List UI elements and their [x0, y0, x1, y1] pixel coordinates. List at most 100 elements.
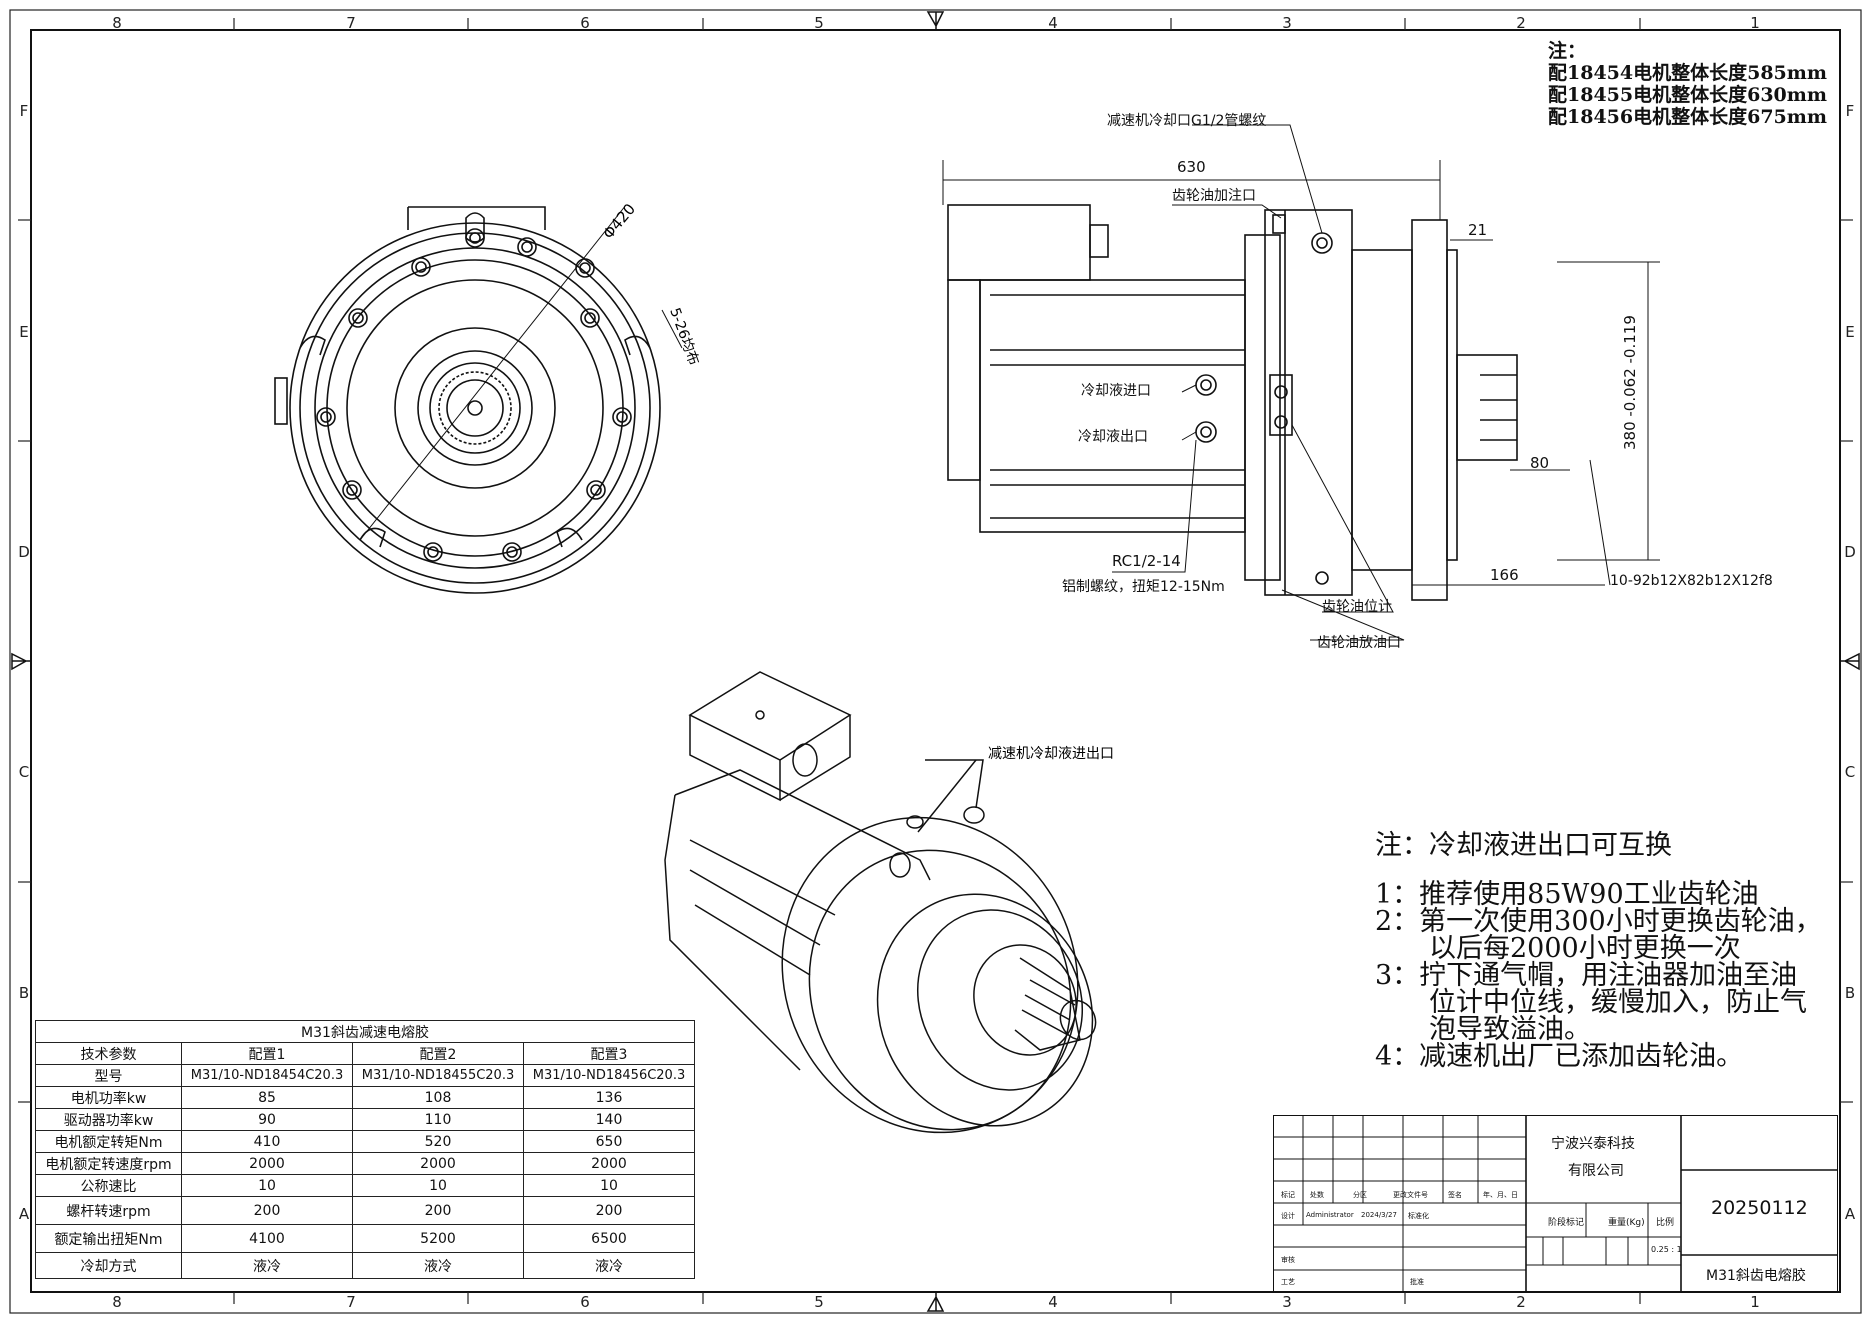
- company-name-line1: 宁波兴泰科技: [1551, 1136, 1635, 1152]
- zone-number: 3: [1282, 14, 1292, 32]
- spec-cell: 520: [352, 1130, 524, 1153]
- table-row: 公称速比 10 10 10: [35, 1174, 695, 1197]
- spec-cell: M31/10-ND18455C20.3: [352, 1064, 524, 1087]
- front-diameter-label: Φ420: [599, 200, 639, 243]
- spec-cell: 电机功率kw: [35, 1086, 182, 1109]
- spec-cell: 液冷: [352, 1252, 524, 1279]
- zone-number: 2: [1516, 1293, 1526, 1311]
- callout-spline: 10-92b12X82b12X12f8: [1610, 573, 1773, 589]
- spec-cell: 2000: [523, 1152, 695, 1175]
- dim-630: 630: [1177, 158, 1206, 176]
- main-notes-line: 2：第一次使用300小时更换齿轮油，: [1375, 906, 1822, 937]
- zone-letter: A: [19, 1205, 30, 1223]
- zone-number: 8: [112, 1293, 122, 1311]
- callout-coolant-out: 冷却液出口: [1078, 429, 1148, 445]
- zone-letter: A: [1845, 1205, 1856, 1223]
- spec-cell: 液冷: [523, 1252, 695, 1279]
- zone-letter: B: [1845, 984, 1855, 1002]
- spec-cell: 4100: [181, 1224, 353, 1253]
- spec-cell: 6500: [523, 1224, 695, 1253]
- main-notes-head: 注：冷却液进出口可互换: [1375, 830, 1672, 861]
- dim-80: 80: [1530, 454, 1549, 472]
- table-row: 电机额定转矩Nm 410 520 650: [35, 1130, 695, 1153]
- callout-reducer-cooling: 减速机冷却口G1/2管螺纹: [1107, 113, 1266, 129]
- tb-scale-label: 比例: [1656, 1218, 1675, 1228]
- spec-cell: 410: [181, 1130, 353, 1153]
- iso-terminal-box: [688, 671, 852, 761]
- table-row: 电机功率kw 85 108 136: [35, 1086, 695, 1109]
- spec-header-cell: 配置1: [181, 1042, 353, 1065]
- zone-number: 4: [1048, 14, 1058, 32]
- main-notes-line: 3：拧下通气帽，用注油器加油至油: [1375, 960, 1798, 991]
- main-notes-line: 以后每2000小时更换一次: [1375, 933, 1741, 964]
- tb-stage: 阶段标记: [1548, 1218, 1585, 1228]
- spec-cell: 额定输出扭矩Nm: [35, 1224, 182, 1253]
- tb-scale: 0.25 : 1: [1651, 1245, 1682, 1254]
- zone-letter: F: [20, 102, 29, 120]
- zone-number: 1: [1750, 14, 1760, 32]
- tb-process: 工艺: [1281, 1278, 1295, 1286]
- spec-cell: 冷却方式: [35, 1252, 182, 1279]
- iso-flange-outer: [781, 816, 1079, 1134]
- spec-cell: 电机额定转速度rpm: [35, 1152, 182, 1175]
- spec-cell: 5200: [352, 1224, 524, 1253]
- top-notes-title: 注：: [1548, 40, 1587, 62]
- zone-number: 6: [580, 14, 590, 32]
- callout-gear-oil-drain: 齿轮油放油口: [1317, 635, 1401, 651]
- zone-number: 3: [1282, 1293, 1292, 1311]
- tb-designer: Administrator: [1306, 1211, 1354, 1219]
- main-notes-line: 位计中位线，缓慢加入，防止气: [1375, 987, 1807, 1018]
- zone-number: 5: [814, 1293, 824, 1311]
- tb-sign: 签名: [1448, 1191, 1462, 1199]
- spec-cell: 电机额定转矩Nm: [35, 1130, 182, 1153]
- zone-number: 7: [346, 14, 356, 32]
- spec-cell: 136: [523, 1086, 695, 1109]
- zone-number: 5: [814, 14, 824, 32]
- spec-header-cell: 技术参数: [35, 1042, 182, 1065]
- tb-change-doc: 更改文件号: [1393, 1191, 1428, 1199]
- zone-number: 7: [346, 1293, 356, 1311]
- bolt-holes: [316, 228, 632, 562]
- leader-line: [661, 309, 683, 349]
- spec-cell: 200: [181, 1196, 353, 1225]
- spec-cell: 公称速比: [35, 1174, 182, 1197]
- table-row: 冷却方式 液冷 液冷 液冷: [35, 1252, 695, 1279]
- table-row: 螺杆转速rpm 200 200 200: [35, 1196, 695, 1225]
- callout-gear-oil-level: 齿轮油位计: [1322, 599, 1392, 615]
- spec-cell: 108: [352, 1086, 524, 1109]
- zone-letter: E: [19, 323, 28, 341]
- spec-cell: 200: [523, 1196, 695, 1225]
- output-flange: [1411, 219, 1448, 601]
- tb-approve: 批准: [1410, 1278, 1424, 1286]
- outer-flange: [289, 222, 661, 594]
- zone-letter: B: [19, 984, 29, 1002]
- main-notes-line: 泡导致溢油。: [1375, 1014, 1591, 1045]
- top-notes-line: 配18454电机整体长度585mm: [1548, 62, 1827, 84]
- zone-letter: E: [1845, 323, 1854, 341]
- zone-number: 2: [1516, 14, 1526, 32]
- spec-cell: 650: [523, 1130, 695, 1153]
- spec-cell: 10: [352, 1174, 524, 1197]
- spec-cell: 2000: [352, 1152, 524, 1175]
- table-row: 驱动器功率kw 90 110 140: [35, 1108, 695, 1131]
- company-name-line2: 有限公司: [1568, 1163, 1624, 1179]
- dim-166: 166: [1490, 566, 1519, 584]
- table-row: 额定输出扭矩Nm 4100 5200 6500: [35, 1224, 695, 1253]
- spec-cell: 液冷: [181, 1252, 353, 1279]
- spec-cell: M31/10-ND18456C20.3: [523, 1064, 695, 1087]
- spec-header-cell: 配置3: [523, 1042, 695, 1065]
- drawing-number: 20250112: [1711, 1197, 1808, 1219]
- zone-ticks: [18, 18, 1853, 1304]
- isometric-view: [664, 671, 1097, 1134]
- zone-letter: D: [18, 543, 30, 561]
- zone-letter: C: [1845, 763, 1855, 781]
- tb-zone: 分区: [1353, 1191, 1367, 1199]
- main-notes: 注：冷却液进出口可互换 1：推荐使用85W90工业齿轮油 2：第一次使用300小…: [1375, 832, 1822, 1070]
- tb-review: 审核: [1281, 1256, 1295, 1264]
- top-notes-line: 配18455电机整体长度630mm: [1548, 84, 1827, 106]
- spec-cell: 85: [181, 1086, 353, 1109]
- drawing-name: M31斜齿电熔胶: [1706, 1268, 1806, 1284]
- top-notes: 注： 配18454电机整体长度585mm 配18455电机整体长度630mm 配…: [1548, 40, 1827, 128]
- tb-mark: 标记: [1281, 1191, 1295, 1199]
- callout-coolant-in: 冷却液进口: [1081, 383, 1151, 399]
